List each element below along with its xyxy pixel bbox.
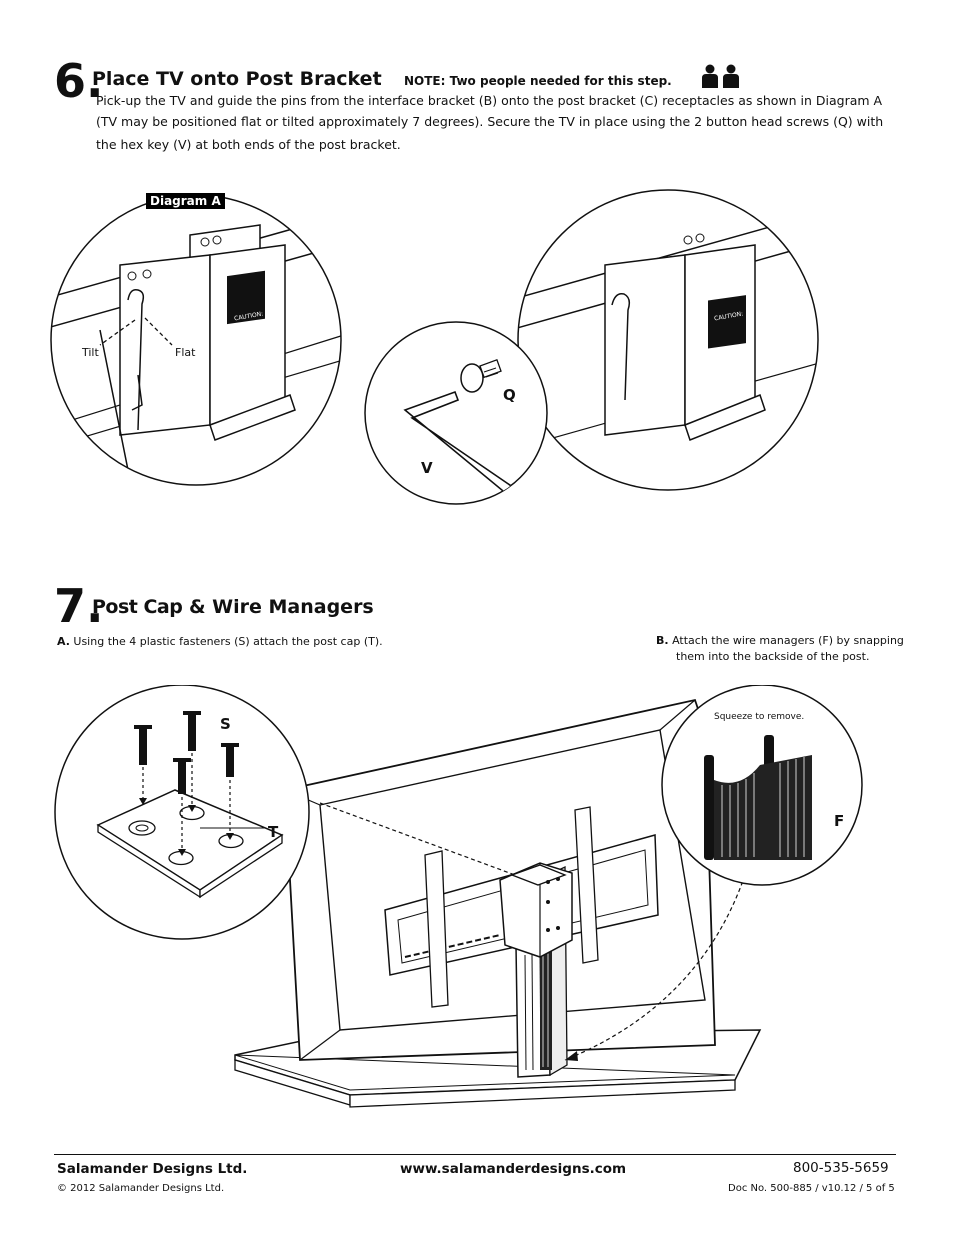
step-7b-body-1: Attach the wire managers (F) by snapping [668, 634, 904, 647]
step-7-number: 7. [54, 579, 104, 633]
step-6-instructions: Pick-up the TV and guide the pins from t… [96, 90, 916, 155]
step-6-line-2: (TV may be positioned flat or tilted app… [96, 114, 884, 129]
diagram-a-label: Diagram A [146, 193, 225, 209]
step-7-title: Post Cap & Wire Managers [92, 596, 374, 618]
step-6-note: NOTE: Two people needed for this step. [404, 74, 672, 88]
step-7a-body: Using the 4 plastic fasteners (S) attach… [69, 635, 383, 648]
tilt-label: Tilt [82, 346, 99, 359]
callout-v: V [421, 459, 433, 477]
callout-q: Q [503, 386, 516, 404]
two-people-icon [702, 64, 739, 88]
step-7b-prefix: B. [656, 634, 669, 647]
step-7-title-bold: Post Cap [92, 596, 183, 618]
post-cap-detail [96, 711, 284, 899]
callout-s: S [220, 715, 231, 733]
step-6-line-1: Pick-up the TV and guide the pins from t… [96, 93, 883, 108]
step-6-title: Place TV onto Post Bracket [92, 68, 382, 90]
step-6-number: 6. [54, 54, 104, 108]
left-bracket-detail [51, 195, 341, 485]
flat-label: Flat [175, 346, 196, 359]
footer-doc-number: Doc No. 500-885 / v10.12 / 5 of 5 [728, 1183, 895, 1194]
footer-divider [54, 1154, 896, 1155]
step-7-title-rest: & Wire Managers [182, 596, 374, 618]
step-7-diagram [54, 685, 863, 1108]
footer-copyright: © 2012 Salamander Designs Ltd. [57, 1183, 225, 1194]
wire-manager-stack [540, 950, 552, 1070]
right-bracket-detail [518, 190, 818, 490]
step-7a-prefix: A. [57, 635, 70, 648]
step-6-line-3: the hex key (V) at both ends of the post… [96, 137, 401, 152]
step-6-diagram [50, 189, 819, 505]
footer-phone: 800-535-5659 [793, 1160, 889, 1176]
wire-manager-detail [704, 735, 812, 860]
footer-company: Salamander Designs Ltd. [57, 1161, 248, 1177]
step-7b-body-2: them into the backside of the post. [676, 650, 870, 663]
step-7b-text: B. Attach the wire managers (F) by snapp… [656, 633, 936, 665]
footer-website[interactable]: www.salamanderdesigns.com [400, 1161, 627, 1177]
callout-f: F [834, 812, 845, 830]
step-7a-text: A. Using the 4 plastic fasteners (S) att… [57, 635, 383, 648]
squeeze-text: Squeeze to remove. [714, 712, 805, 722]
callout-t: T [268, 823, 279, 841]
